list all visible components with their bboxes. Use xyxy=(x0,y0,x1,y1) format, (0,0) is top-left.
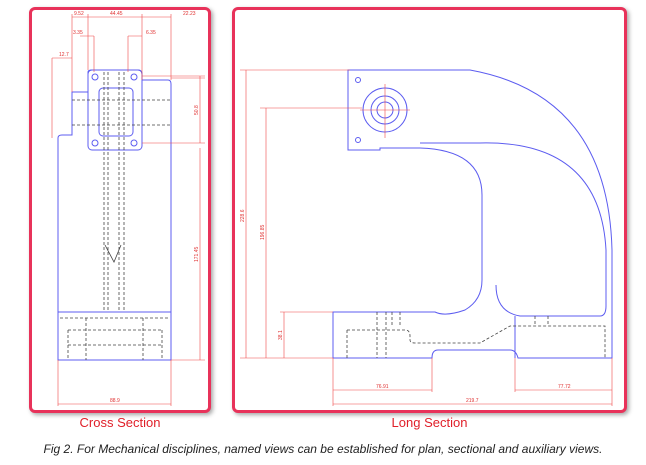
dim-76-91: 76.91 xyxy=(376,384,389,390)
dim-171-45: 171.45 xyxy=(194,246,200,262)
dim-196-85: 196.85 xyxy=(260,224,266,240)
dim-9-52: 9.52 xyxy=(74,11,84,17)
dim-44-45: 44.45 xyxy=(110,11,123,17)
long-section-label: Long Section xyxy=(391,415,468,430)
dim-6-35: 6.35 xyxy=(146,30,156,36)
long-section-panel xyxy=(232,7,627,413)
figure-caption: Fig 2. For Mechanical disciplines, named… xyxy=(43,442,603,456)
long-section-drawing: 228.6 196.85 38.1 76.91 77.72 219.7 xyxy=(240,69,613,406)
dim-219-7: 219.7 xyxy=(466,398,479,404)
cross-section-drawing: 9.52 44.45 22.23 3.35 6.35 12.7 50.8 171… xyxy=(51,11,205,406)
dim-77-72: 77.72 xyxy=(558,384,571,390)
dim-228-6: 228.6 xyxy=(240,209,246,222)
dim-12-7: 12.7 xyxy=(59,52,69,58)
dim-3-35: 3.35 xyxy=(73,30,83,36)
dim-22-23: 22.23 xyxy=(183,11,196,17)
dim-88-9: 88.9 xyxy=(110,398,120,404)
cross-section-label: Cross Section xyxy=(79,415,161,430)
dim-38-1: 38.1 xyxy=(278,330,284,340)
dim-50-8: 50.8 xyxy=(194,105,200,115)
